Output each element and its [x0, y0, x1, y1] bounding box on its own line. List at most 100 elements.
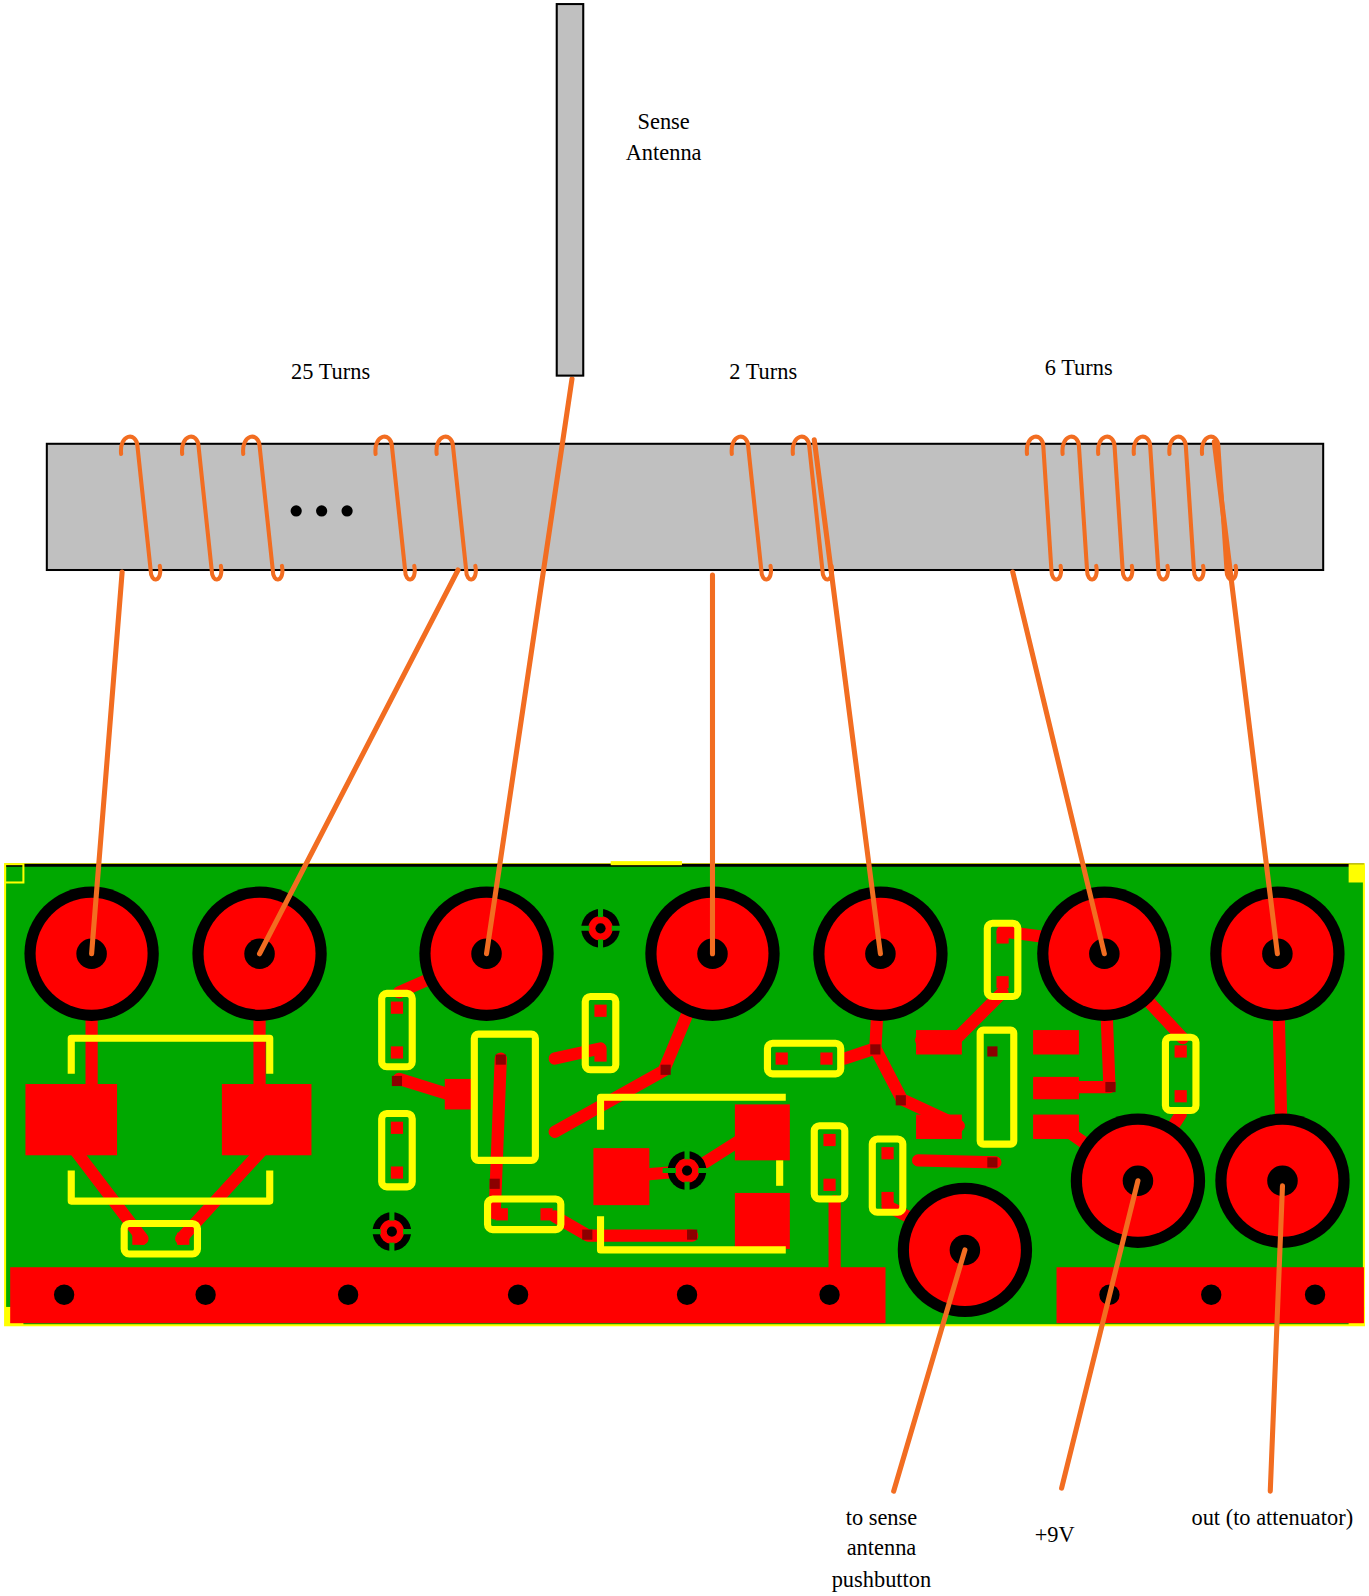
resistor-body [1165, 1037, 1196, 1110]
winding-count: 6 Turns [1045, 352, 1113, 383]
smd-pad [916, 1030, 962, 1054]
via [380, 1219, 404, 1243]
resistor-pad [594, 1049, 606, 1061]
ground-hole [1305, 1285, 1325, 1305]
component-outline [776, 1160, 783, 1185]
resistor-symbol [872, 1139, 903, 1212]
coil-turn [436, 437, 475, 580]
resistor-pad [996, 931, 1008, 943]
resistor-pad [1175, 1090, 1187, 1102]
lead-wire [1062, 1181, 1138, 1488]
antenna-label-box: Sense Antenna [613, 107, 715, 169]
drill-mark [1105, 1082, 1115, 1092]
resistor-pad [391, 1046, 403, 1058]
resistor-body [382, 993, 413, 1066]
winding-count: 2 Turns [729, 356, 797, 387]
coil-turn [1098, 437, 1132, 580]
coil-turn [1134, 437, 1168, 580]
ground-hole [819, 1285, 839, 1305]
ellipsis-dots [291, 505, 353, 516]
pcb-edge [5, 864, 1364, 867]
copper-trace [829, 1201, 841, 1267]
ferrite-rod [47, 444, 1323, 570]
pcb-board [5, 864, 1364, 1325]
resistor-pad [540, 1208, 552, 1220]
lead-wire [710, 575, 715, 954]
coil-turn [732, 437, 771, 580]
winding-count-box: 6 Turns [1045, 352, 1113, 383]
coil-turn [243, 437, 282, 580]
via [588, 916, 612, 940]
via-gap [367, 904, 711, 1256]
resistor-pad [391, 1122, 403, 1134]
ground-strip [10, 1267, 885, 1323]
resistor-body [872, 1139, 903, 1212]
coil-winding [121, 437, 1236, 580]
lead-wire [1013, 572, 1105, 954]
lead-wire [1214, 442, 1277, 954]
via-hole [589, 917, 611, 939]
drill-mark [392, 1076, 402, 1086]
drill-mark [987, 1046, 997, 1056]
smd-pad [593, 1148, 649, 1205]
resistor-body [814, 1126, 845, 1199]
via-hole [381, 1220, 403, 1242]
smd-pad [1033, 1077, 1079, 1099]
resistor-pad [996, 976, 1008, 988]
connection-note: out (to attenuator) [1191, 1502, 1354, 1533]
smd-pad [222, 1084, 312, 1155]
drill-mark [870, 1044, 880, 1054]
resistor-body [767, 1043, 840, 1074]
pcb [5, 861, 1365, 1325]
coil-turn [121, 437, 160, 580]
resistor-pad [391, 1002, 403, 1014]
coil-turn [1027, 437, 1061, 580]
board-corner [1349, 864, 1365, 882]
component-outline [601, 1097, 786, 1130]
connection-note: to sense antenna pushbutton [824, 1502, 938, 1595]
ground-hole [54, 1285, 1325, 1305]
resistor-pad [391, 1166, 403, 1178]
silkscreen [611, 861, 682, 865]
component-outline [71, 1030, 1014, 1250]
resistor-body [987, 923, 1018, 996]
via [380, 916, 700, 1244]
smd-pad [1033, 1030, 1079, 1054]
connection-note-box: out (to attenuator) [1191, 1502, 1354, 1533]
via-hole [387, 1227, 397, 1237]
lead-wire [814, 440, 880, 954]
supply-label-box: +9V [1035, 1520, 1075, 1551]
ground-hole [54, 1285, 74, 1305]
terminal-pad [24, 887, 1349, 1318]
ellipsis-dots [341, 505, 352, 516]
winding-count-box: 2 Turns [729, 356, 797, 387]
resistor-symbol [1165, 1037, 1196, 1110]
lead-wire [487, 379, 572, 954]
ground-hole [338, 1285, 358, 1305]
antenna-rod: Sense Antenna [556, 3, 584, 377]
component-outline [601, 1216, 786, 1250]
board-corner [5, 864, 23, 882]
via-hole [381, 917, 699, 1243]
resistor-pad [594, 1005, 606, 1017]
resistor-pad [1175, 1045, 1187, 1057]
antenna-label: Sense Antenna [613, 107, 715, 169]
smd-pad [25, 1084, 117, 1155]
drill-mark [987, 1157, 997, 1167]
via-hole [676, 1159, 698, 1181]
coil-turn [793, 437, 832, 580]
resistor-pad [881, 1192, 893, 1204]
resistor-symbol [585, 996, 616, 1069]
lead-wire [260, 570, 458, 954]
resistor-symbol [124, 1223, 197, 1254]
coil-turn [1169, 437, 1203, 580]
copper-trace [495, 1059, 501, 1214]
resistor-pad [496, 1208, 508, 1220]
resistor-pad [177, 1233, 189, 1245]
drill-mark [661, 1065, 671, 1075]
via-hole [682, 1165, 692, 1175]
ground-hole [677, 1285, 697, 1305]
resistor-pad [132, 1233, 144, 1245]
